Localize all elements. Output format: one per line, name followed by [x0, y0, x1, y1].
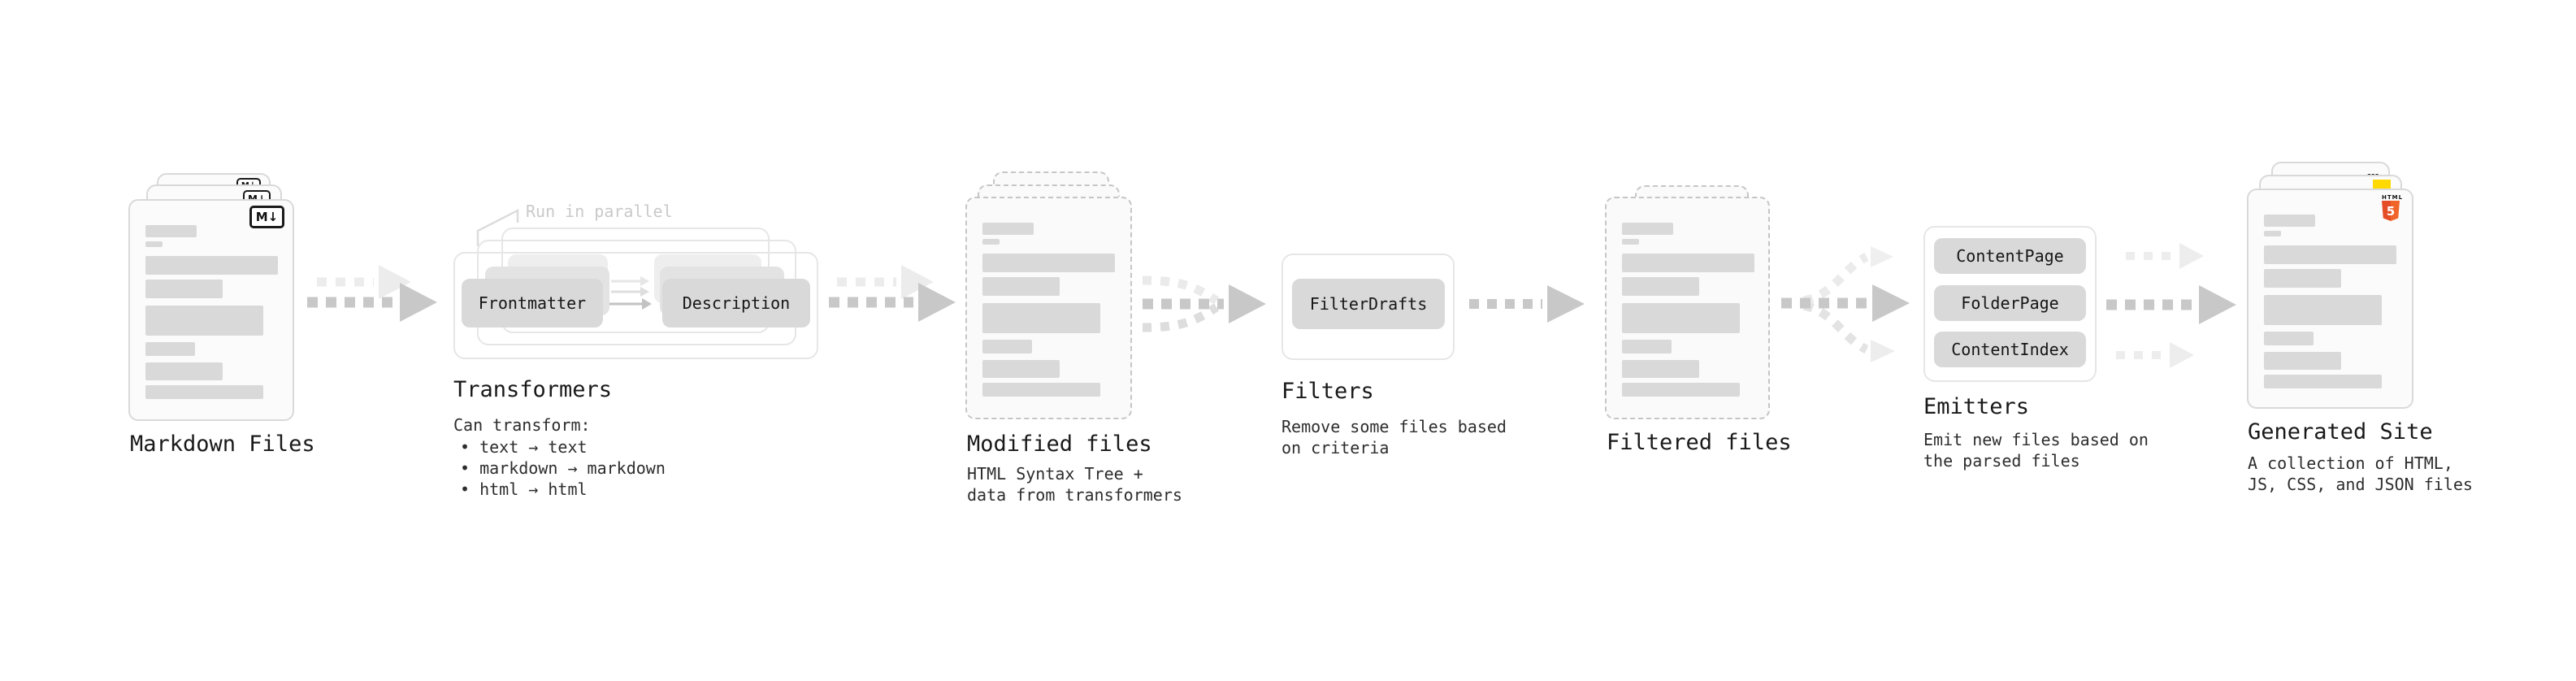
text-line-bar	[2264, 332, 2314, 345]
stage-title-markdown-files: Markdown Files	[130, 432, 315, 457]
html5-shield: 5	[2382, 201, 2400, 221]
html5-word-label: HTML	[2382, 194, 2404, 201]
transformers-notes-heading: Can transform:	[453, 415, 591, 435]
text-line-bar	[1622, 239, 1639, 245]
text-line-bar	[1622, 254, 1754, 272]
arrow-transformers-to-modified-files	[829, 265, 956, 322]
modified-doc-card-front	[965, 197, 1132, 419]
text-line-bar	[2264, 231, 2281, 236]
stage-title-transformers: Transformers	[453, 377, 613, 402]
stage-title-filters: Filters	[1281, 379, 1374, 404]
text-line-bar	[982, 340, 1032, 354]
caption-line: on criteria	[1281, 438, 1390, 458]
contentindex-node: ContentIndex	[1934, 332, 2086, 367]
folderpage-node: FolderPage	[1934, 285, 2086, 321]
text-line-bar	[1622, 223, 1673, 235]
transformers-note-item: • html → html	[460, 479, 588, 499]
caption-line: JS, CSS, and JSON files	[2248, 475, 2473, 494]
text-line-bar	[1622, 340, 1672, 354]
text-line-bar	[145, 306, 263, 336]
text-line-bar	[1622, 303, 1740, 333]
text-line-bar	[2264, 375, 2382, 388]
frontmatter-node: Frontmatter	[462, 279, 603, 327]
arrow-modified-files-to-filters-fan-in	[1142, 275, 1266, 332]
text-line-bar	[145, 342, 195, 356]
emitters-box	[1923, 226, 2097, 382]
markdown-doc-card-front: M↓	[128, 199, 294, 421]
text-line-bar	[2264, 352, 2341, 370]
text-line-bar	[1622, 383, 1740, 397]
transformers-note-item: • markdown → markdown	[460, 458, 666, 478]
arrows-emitters-to-generated-site	[2106, 243, 2236, 368]
transformers-note-item: • text → text	[460, 437, 588, 457]
generated-site-caption: A collection of HTML, JS, CSS, and JSON …	[2248, 453, 2473, 495]
html5-icon: HTML 5	[2382, 194, 2404, 221]
text-line-bar	[1622, 277, 1699, 296]
caption-line: HTML Syntax Tree +	[967, 464, 1143, 484]
text-line-bar	[982, 383, 1100, 397]
text-line-bar	[145, 385, 263, 399]
caption-line: data from transformers	[967, 485, 1182, 505]
filtered-doc-card-front	[1605, 197, 1770, 419]
stage-title-emitters: Emitters	[1923, 394, 2030, 419]
stage-title-filtered-files: Filtered files	[1607, 430, 1792, 455]
modified-files-caption: HTML Syntax Tree + data from transformer…	[967, 463, 1182, 505]
filterdrafts-node: FilterDrafts	[1292, 279, 1445, 329]
text-line-bar	[982, 223, 1034, 235]
stage-title-modified-files: Modified files	[967, 432, 1152, 457]
text-line-bar	[2264, 295, 2382, 325]
transformer-internal-arrows	[608, 276, 652, 310]
text-line-bar	[145, 362, 223, 380]
text-line-bar	[145, 241, 163, 247]
js-icon	[2373, 180, 2391, 189]
run-in-parallel-annotation: Run in parallel	[526, 202, 673, 221]
caption-line: the parsed files	[1923, 451, 2080, 471]
text-line-bar	[982, 303, 1100, 333]
text-line-bar	[2264, 215, 2315, 227]
text-line-bar	[982, 360, 1060, 378]
caption-line: Emit new files based on	[1923, 430, 2149, 449]
text-line-bar	[982, 277, 1060, 296]
text-line-bar	[1622, 360, 1699, 378]
text-line-bar	[145, 256, 278, 275]
filters-caption: Remove some files based on criteria	[1281, 416, 1507, 458]
caption-line: Remove some files based	[1281, 417, 1507, 436]
text-line-bar	[145, 225, 197, 237]
generated-doc-card-front: HTML 5	[2247, 189, 2413, 409]
text-line-bar	[982, 239, 1000, 245]
text-line-bar	[982, 254, 1115, 272]
filters-box	[1281, 254, 1455, 360]
caption-line: A collection of HTML,	[2248, 453, 2453, 473]
arrow-filters-to-filtered-files	[1469, 285, 1585, 323]
text-line-bar	[2264, 245, 2396, 264]
text-line-bar	[145, 280, 223, 298]
emitters-caption: Emit new files based on the parsed files	[1923, 429, 2149, 471]
transformers-box-front	[453, 252, 818, 359]
description-node: Description	[662, 279, 810, 327]
markdown-icon: M↓	[249, 206, 284, 228]
text-line-bar	[2264, 269, 2341, 288]
arrow-filtered-files-to-emitters-fan-out	[1781, 246, 1910, 362]
stage-title-generated-site: Generated Site	[2248, 419, 2433, 445]
contentpage-node: ContentPage	[1934, 238, 2086, 274]
run-in-parallel-callout-line	[476, 208, 519, 246]
arrow-markdown-to-transformers	[307, 265, 437, 322]
